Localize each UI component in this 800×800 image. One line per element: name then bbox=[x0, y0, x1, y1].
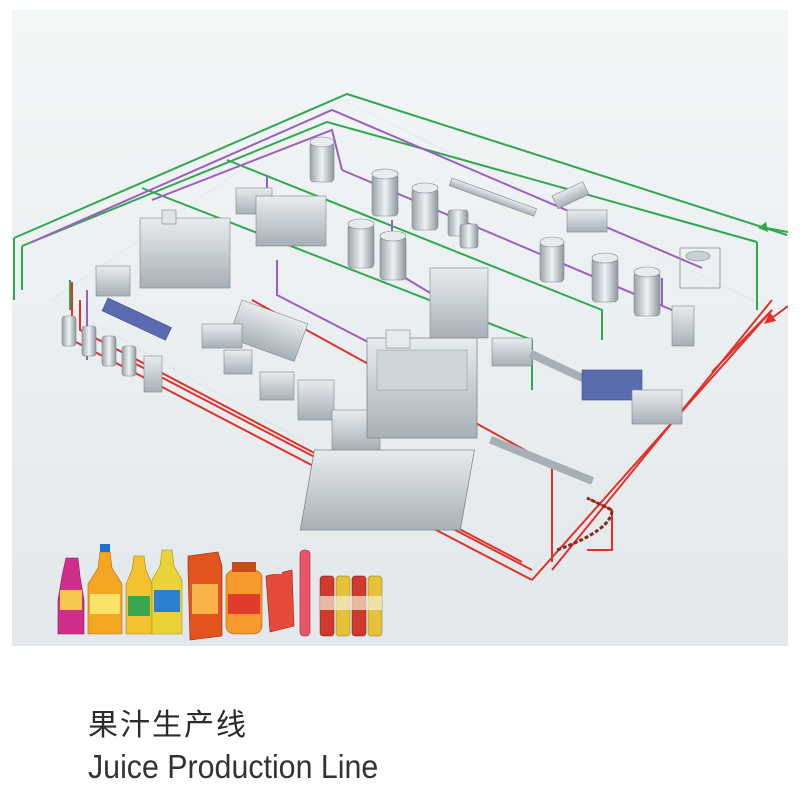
caption-title-english: Juice Production Line bbox=[88, 748, 379, 785]
juice-jar-icon bbox=[225, 562, 263, 635]
central-machines bbox=[201, 267, 533, 451]
spray-bottle-icon bbox=[57, 557, 85, 635]
middle-row-tanks bbox=[347, 218, 721, 347]
back-row-tanks bbox=[309, 136, 608, 237]
right-conveyor-section bbox=[299, 350, 683, 552]
juice-bottle-icon bbox=[151, 549, 183, 635]
caption-title-chinese: 果汁生产线 bbox=[88, 708, 248, 743]
green-inlet-arrow-icon bbox=[758, 222, 788, 233]
red-outlet-arrow-icon bbox=[764, 305, 788, 324]
caption: 果汁生产线 Juice Production Line bbox=[0, 648, 800, 800]
flow-arrows bbox=[758, 222, 788, 324]
juice-bottle-icon bbox=[87, 544, 123, 635]
juice-tube-icon bbox=[299, 549, 311, 637]
juice-cans-icon bbox=[319, 575, 383, 637]
juice-carton-icon bbox=[187, 551, 223, 641]
product-samples bbox=[57, 544, 383, 641]
production-line-illustration bbox=[12, 10, 788, 646]
left-machines bbox=[61, 187, 327, 393]
juice-pouch-icon bbox=[265, 564, 295, 633]
juice-bottle-icon bbox=[125, 555, 153, 635]
canvas-background bbox=[12, 10, 788, 646]
